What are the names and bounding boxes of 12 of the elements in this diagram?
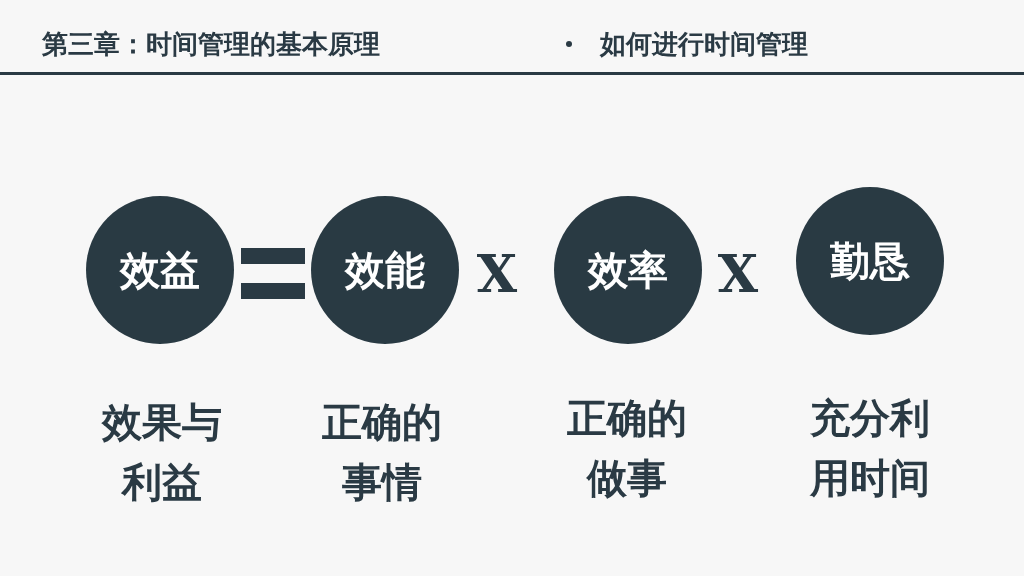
circle-label: 效益 bbox=[120, 246, 200, 294]
multiply-sign: X bbox=[476, 244, 518, 304]
circle-label: 勤恳 bbox=[830, 237, 910, 285]
circle-label: 效能 bbox=[345, 246, 425, 294]
circle-label: 效率 bbox=[588, 246, 668, 294]
section-heading: 如何进行时间管理 bbox=[600, 28, 808, 61]
caption-text: 效果与利益 bbox=[100, 398, 223, 507]
caption-text: 充分利用时间 bbox=[809, 394, 931, 503]
caption-text: 正确的做事 bbox=[566, 394, 688, 503]
multiply-sign: X bbox=[717, 244, 759, 304]
caption-text: 正确的事情 bbox=[321, 398, 443, 507]
slide-title: 第三章：时间管理的基本原理 bbox=[42, 28, 380, 61]
